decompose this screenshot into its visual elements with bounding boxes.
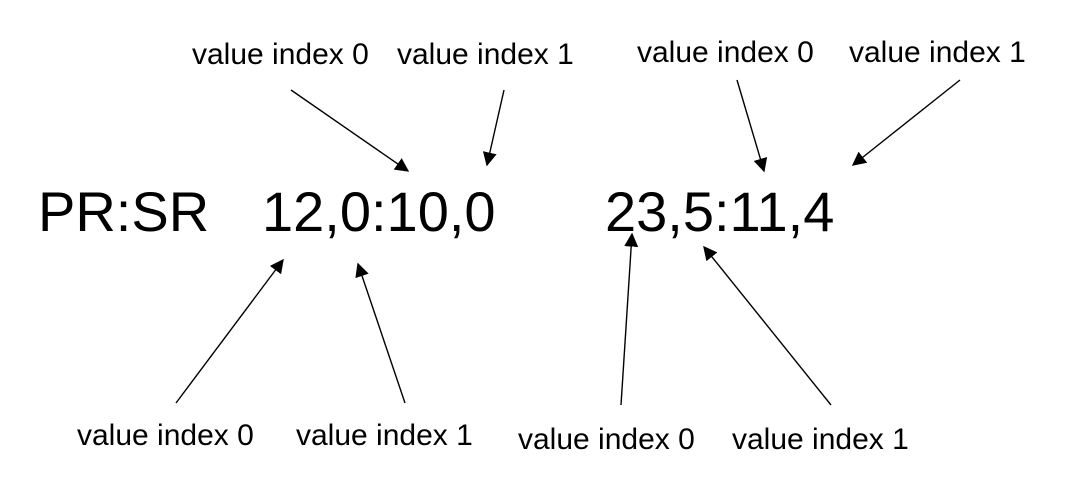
arrow-bottom-left-index-0 (175, 258, 284, 404)
arrow-bottom-left-index-1 (355, 262, 406, 404)
value-pair-1: 12,0:10,0 (262, 180, 496, 243)
bottom-right-label-index-1: value index 1 (732, 423, 909, 456)
top-left-label-index-1: value index 1 (397, 38, 574, 71)
bottom-left-label-index-1: value index 1 (296, 419, 473, 452)
arrow-top-left-index-1 (482, 89, 505, 167)
arrow-top-left-index-0 (290, 89, 410, 172)
arrow-top-right-index-0 (736, 79, 768, 173)
top-right-label-index-0: value index 0 (637, 36, 814, 69)
arrow-top-right-index-1 (851, 79, 961, 166)
top-right-label-index-1: value index 1 (849, 36, 1026, 69)
top-left-label-index-0: value index 0 (192, 38, 369, 71)
arrow-bottom-right-index-1 (703, 245, 832, 406)
value-pair-2: 23,5:11,4 (605, 180, 835, 243)
bottom-right-label-index-0: value index 0 (518, 423, 695, 456)
arrow-bottom-right-index-0 (620, 232, 639, 406)
bottom-left-label-index-0: value index 0 (77, 419, 254, 452)
pr-sr-label: PR:SR (38, 180, 210, 243)
